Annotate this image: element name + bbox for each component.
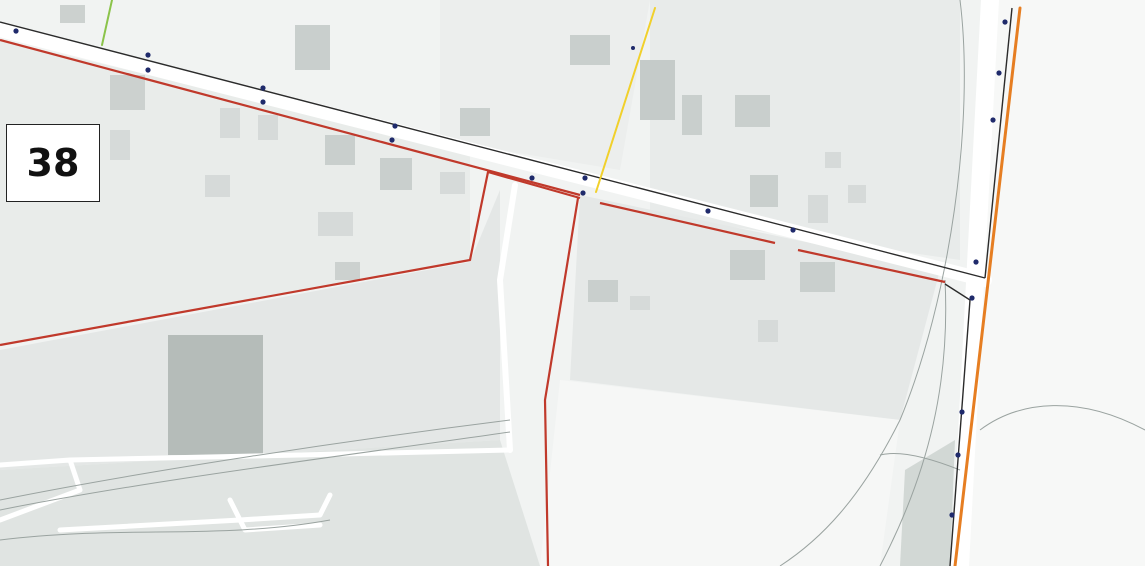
parcel-area	[650, 0, 960, 260]
point-marker[interactable]	[973, 259, 979, 265]
parcel-area	[900, 440, 955, 566]
building	[168, 335, 263, 455]
parcel-area	[540, 380, 900, 566]
centerline-layer	[0, 7, 1013, 566]
road-centerline	[984, 7, 1013, 279]
rail-line	[0, 519, 331, 541]
road	[0, 23, 992, 287]
rail-line	[879, 279, 947, 566]
building	[335, 262, 360, 280]
point-marker[interactable]	[1002, 19, 1008, 25]
point-marker[interactable]	[392, 123, 398, 129]
point-marker[interactable]	[705, 208, 711, 214]
building	[60, 5, 85, 23]
building	[808, 195, 828, 223]
building	[735, 95, 770, 127]
building	[205, 175, 230, 197]
building	[588, 280, 618, 302]
utility-line	[595, 7, 656, 193]
building	[640, 60, 675, 120]
boundary-line	[0, 38, 581, 197]
building	[825, 152, 841, 168]
building	[295, 25, 330, 70]
point-marker[interactable]	[969, 295, 975, 301]
rail-line	[0, 419, 511, 501]
building	[325, 135, 355, 165]
building	[682, 95, 702, 135]
point-marker[interactable]	[582, 175, 588, 181]
building	[380, 158, 412, 190]
point-marker[interactable]	[13, 28, 19, 34]
point-marker[interactable]	[955, 452, 961, 458]
point-marker[interactable]	[389, 137, 395, 143]
boundary-line	[599, 201, 776, 245]
point-marker[interactable]	[145, 52, 151, 58]
utility-line	[953, 6, 1022, 566]
point-marker[interactable]	[260, 85, 266, 91]
building	[318, 212, 353, 236]
boundary-line	[0, 170, 581, 347]
point-marker[interactable]	[990, 117, 996, 123]
rail-line	[0, 431, 511, 511]
point-marker[interactable]	[949, 512, 955, 518]
road	[497, 182, 518, 453]
boundary-line	[797, 248, 946, 284]
building	[220, 108, 240, 138]
utility-layer	[101, 0, 1022, 566]
parcel-area	[0, 190, 500, 470]
building	[848, 185, 866, 203]
boundary-layer	[0, 38, 946, 566]
building	[110, 75, 145, 110]
road-centerline	[0, 21, 986, 279]
parcel-area	[0, 440, 540, 566]
marker-layer	[13, 19, 1008, 518]
building	[730, 250, 765, 280]
point-marker[interactable]	[260, 99, 266, 105]
rail-line	[979, 405, 1145, 431]
boundary-line	[543, 197, 580, 566]
building	[110, 130, 130, 160]
rail-line	[779, 0, 965, 566]
road	[57, 492, 333, 533]
point-marker[interactable]	[996, 70, 1002, 76]
point-marker[interactable]	[529, 175, 535, 181]
building	[758, 320, 778, 342]
building	[460, 108, 490, 136]
parcel-area	[960, 0, 1145, 566]
building	[440, 172, 465, 194]
point-marker[interactable]	[145, 67, 151, 73]
rail-line	[879, 452, 961, 471]
utility-line	[101, 0, 113, 46]
building	[570, 35, 610, 65]
point-marker[interactable]	[790, 227, 796, 233]
sheet-number-label: 38	[6, 124, 100, 202]
road-centerline	[944, 283, 971, 566]
point-marker[interactable]	[959, 409, 965, 415]
building	[258, 115, 278, 140]
building	[800, 262, 835, 292]
building-layer	[60, 5, 866, 455]
point-marker[interactable]	[631, 46, 635, 50]
building	[750, 175, 778, 207]
point-marker[interactable]	[580, 190, 586, 196]
building	[630, 296, 650, 310]
road	[67, 447, 513, 463]
road	[0, 457, 83, 523]
